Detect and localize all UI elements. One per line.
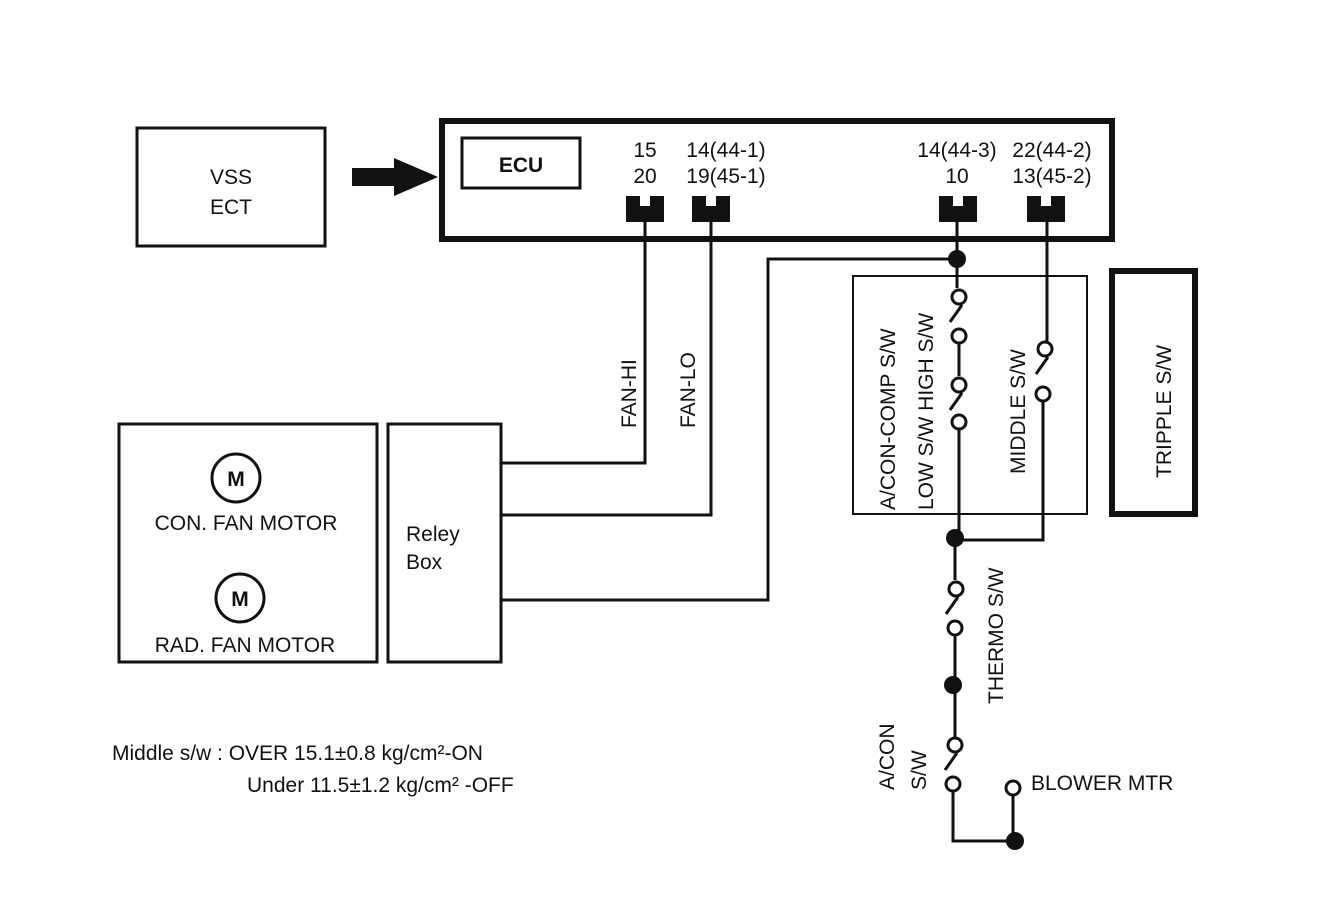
switch-housing: A/CON-COMP S/W LOW S/W HIGH S/W MIDDLE S… bbox=[852, 275, 1088, 515]
connector-icon bbox=[939, 188, 977, 222]
motor-symbol: M bbox=[227, 468, 245, 491]
connector-icon bbox=[1027, 188, 1065, 222]
middle-sw-note-line1: Middle s/w : OVER 15.1±0.8 kg/cm²-ON bbox=[112, 742, 483, 765]
pin-14-44-3: 14(44-3) bbox=[917, 139, 996, 162]
con-fan-motor-icon bbox=[210, 452, 262, 504]
relay-box-label-line2: Box bbox=[406, 551, 443, 574]
vss-label: VSS bbox=[210, 166, 252, 189]
tripple-sw-box: TRIPPLE S/W bbox=[1109, 268, 1198, 517]
connector-icon bbox=[626, 188, 664, 222]
pin-13-45-2: 13(45-2) bbox=[1012, 165, 1091, 188]
blower-motor-label: BLOWER MTR bbox=[1031, 772, 1173, 795]
junction-dot bbox=[1006, 832, 1024, 850]
junction-dot bbox=[948, 250, 966, 268]
fan-hi-label: FAN-HI bbox=[618, 359, 641, 428]
pin-10: 10 bbox=[945, 165, 968, 188]
low-high-sw-label: LOW S/W HIGH S/W bbox=[915, 313, 938, 510]
tripple-sw-label: TRIPPLE S/W bbox=[1153, 345, 1176, 478]
fan-wires: FAN-HI FAN-LO bbox=[501, 222, 957, 602]
thermo-sw-label: THERMO S/W bbox=[985, 567, 1008, 704]
rad-fan-motor-icon bbox=[214, 572, 266, 624]
middle-sw-note-line2: Under 11.5±1.2 kg/cm² -OFF bbox=[247, 774, 514, 797]
relay-box: Reley Box bbox=[386, 422, 503, 664]
pin-14-44-1: 14(44-1) bbox=[686, 139, 765, 162]
pin-20: 20 bbox=[633, 165, 656, 188]
con-fan-motor-label: CON. FAN MOTOR bbox=[155, 512, 338, 535]
acon-sw-label-line1: A/CON bbox=[876, 723, 899, 790]
relay-box-label-line1: Reley bbox=[406, 523, 460, 546]
ect-label: ECT bbox=[210, 196, 252, 219]
junction-dot bbox=[944, 676, 962, 694]
switch-chain bbox=[943, 222, 1024, 850]
fan-lo-label: FAN-LO bbox=[677, 352, 700, 428]
pin-22-44-2: 22(44-2) bbox=[1012, 139, 1091, 162]
rad-fan-motor-label: RAD. FAN MOTOR bbox=[155, 634, 335, 657]
acon-sw-label-line2: S/W bbox=[908, 750, 931, 790]
ecu-label: ECU bbox=[499, 154, 543, 177]
middle-sw-label: MIDDLE S/W bbox=[1007, 349, 1030, 474]
motor-symbol: M bbox=[231, 588, 249, 611]
middle-switch-branch bbox=[955, 222, 1054, 542]
connector-icon bbox=[692, 188, 730, 222]
pin-15: 15 bbox=[633, 139, 656, 162]
vss-ect-box: VSS ECT bbox=[135, 126, 327, 248]
signal-arrow bbox=[352, 158, 438, 196]
ecu-box: ECU 15 20 14(44-1) 19(45-1) 14(44-3) 10 … bbox=[439, 118, 1115, 242]
acon-comp-sw-label: A/CON-COMP S/W bbox=[877, 328, 900, 510]
motors-box: M CON. FAN MOTOR M RAD. FAN MOTOR bbox=[117, 422, 379, 664]
pin-19-45-1: 19(45-1) bbox=[686, 165, 765, 188]
